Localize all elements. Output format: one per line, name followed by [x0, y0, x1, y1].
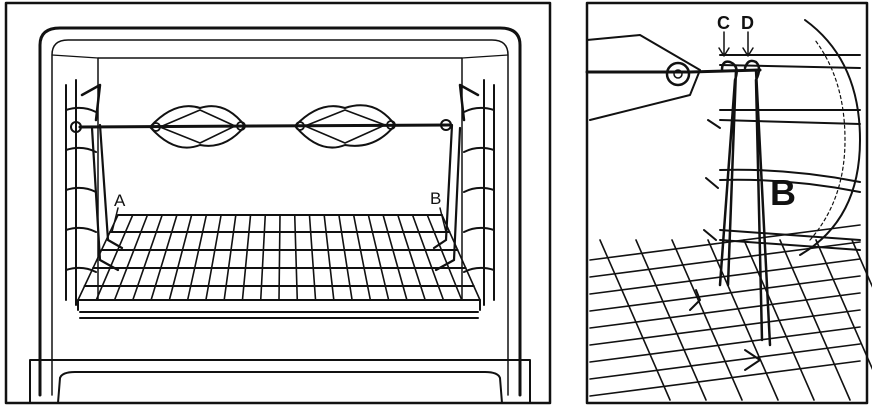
- wire-rack-closeup: [589, 224, 872, 401]
- rack-wire: [241, 214, 252, 301]
- left-panel: A B: [4, 1, 552, 405]
- oven-perspective-lines: [51, 54, 509, 59]
- rack-wire: [589, 224, 861, 261]
- rack-wire: [186, 214, 208, 301]
- rack-wire: [671, 239, 743, 401]
- rack-wire: [352, 214, 372, 301]
- rack-wire: [338, 214, 353, 301]
- label-A: A: [114, 191, 126, 210]
- arrow-D: [742, 31, 754, 57]
- left-side-rails: [65, 79, 102, 306]
- rack-wire: [308, 214, 317, 301]
- rack-support-B: [432, 123, 462, 272]
- rack-wire: [589, 326, 861, 363]
- rack-wire: [259, 214, 267, 301]
- label-D: D: [741, 13, 754, 33]
- rack-wire: [132, 214, 163, 301]
- left-panel-border: [4, 1, 552, 405]
- rack-wire: [223, 214, 237, 301]
- rack-wire: [589, 360, 861, 397]
- right-side-rails: [458, 79, 495, 306]
- motor-housing: [586, 34, 701, 121]
- rack-wire: [589, 258, 861, 295]
- rack-wire: [589, 275, 861, 312]
- oven-outer-frame: [38, 26, 522, 397]
- rack-wire: [397, 214, 426, 301]
- rack-wire: [367, 214, 390, 301]
- rack-front-bar: [79, 311, 479, 319]
- rack-wire: [323, 214, 335, 301]
- rack-wire: [589, 241, 861, 278]
- rack-wire: [382, 214, 408, 301]
- arrow-C: [718, 31, 730, 57]
- rack-wire: [743, 239, 815, 401]
- rack-wire: [779, 239, 851, 401]
- rack-wire: [411, 214, 445, 301]
- rack-wire: [635, 239, 707, 401]
- door-glass-edge: [59, 371, 503, 404]
- rack-wire: [707, 239, 779, 401]
- rack-wire: [815, 239, 872, 370]
- oven-inner-frame: [51, 39, 509, 396]
- rack-wire: [95, 214, 134, 301]
- right-panel-border: [585, 1, 869, 405]
- wire-rack: [77, 214, 481, 311]
- rack-wire: [851, 239, 872, 288]
- label-C: C: [717, 13, 730, 33]
- spit-rod: [70, 104, 452, 149]
- label-B-closeup: B: [770, 172, 796, 213]
- rack-wire: [589, 292, 861, 329]
- door-bottom-frame: [29, 359, 531, 404]
- rack-wire: [113, 214, 149, 301]
- rack-wire: [293, 214, 299, 301]
- right-wall-rods: [719, 54, 861, 251]
- rack-wire: [599, 239, 671, 401]
- rack-wire: [589, 309, 861, 346]
- rack-wire: [278, 214, 281, 301]
- label-B-left-panel: B: [430, 189, 441, 208]
- rack-wire: [205, 214, 222, 301]
- right-panel: C D B: [585, 1, 872, 405]
- spit-coupler: [665, 61, 691, 87]
